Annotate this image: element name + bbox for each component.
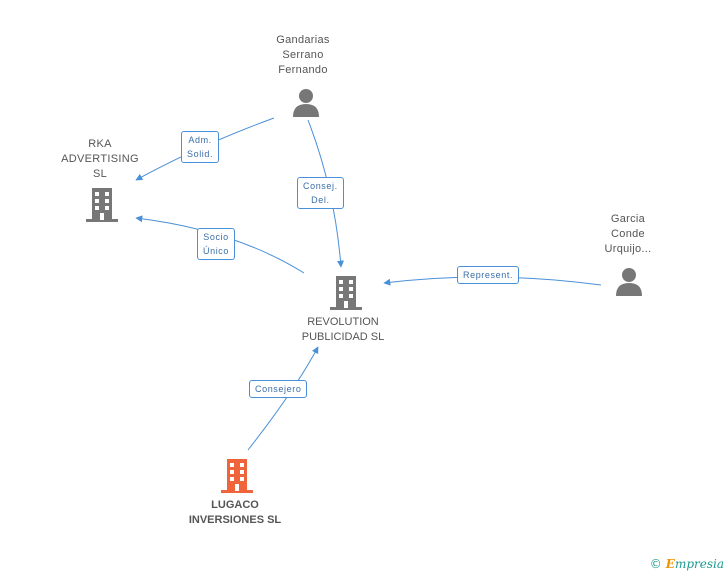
person-icon — [616, 268, 642, 296]
label-line: Fernando — [278, 64, 328, 76]
edge-label-line: Adm. — [188, 135, 212, 145]
brand-initial: E — [665, 557, 675, 571]
brand-name: mpresia — [674, 557, 724, 571]
edge-label-line: Socio — [203, 232, 229, 242]
edge-label-socio-unico: Socio Único — [197, 228, 236, 260]
label-line: Serrano — [282, 49, 324, 61]
edge-label-adm-solid: Adm. Solid. — [181, 131, 220, 163]
label-line: PUBLICIDAD SL — [301, 331, 385, 343]
building-icon-highlighted — [221, 459, 253, 493]
edge-label-represent: Represent. — [457, 266, 520, 284]
edge-label-line: Consej. — [303, 181, 338, 191]
edge-label-consej-del: Consej. Del. — [297, 177, 344, 209]
person-icon — [293, 89, 319, 117]
node-revolution-label[interactable]: REVOLUTION PUBLICIDAD SL — [283, 315, 403, 345]
node-gandarias-label[interactable]: Gandarias Serrano Fernando — [253, 33, 353, 78]
label-line: ADVERTISING — [61, 153, 139, 165]
label-line: Conde — [611, 228, 645, 240]
edge-label-line: Del. — [311, 195, 330, 205]
node-garcia-label[interactable]: Garcia Conde Urquijo... — [578, 212, 678, 257]
building-icon — [330, 276, 362, 310]
label-line: SL — [92, 168, 108, 180]
label-line: LUGACO — [211, 499, 259, 511]
label-line: RKA — [88, 138, 112, 150]
label-line: Garcia — [610, 213, 646, 225]
building-icon — [86, 188, 118, 222]
label-line: Urquijo... — [604, 243, 652, 255]
edge-label-consejero: Consejero — [249, 380, 308, 398]
node-rka-label[interactable]: RKA ADVERTISING SL — [48, 137, 152, 182]
copyright-symbol: © — [649, 557, 662, 571]
node-lugaco-label[interactable]: LUGACO INVERSIONES SL — [170, 498, 300, 528]
edge-label-line: Represent. — [463, 270, 514, 280]
label-line: REVOLUTION — [307, 316, 379, 328]
label-line: INVERSIONES SL — [188, 514, 282, 526]
edge-label-line: Solid. — [187, 149, 214, 159]
label-line: Gandarias — [276, 34, 330, 46]
edge-label-line: Único — [203, 246, 230, 256]
brand-logo: ©Empresia — [650, 557, 724, 571]
edge-label-line: Consejero — [255, 384, 302, 394]
edge-lugaco-revolution — [247, 346, 319, 451]
